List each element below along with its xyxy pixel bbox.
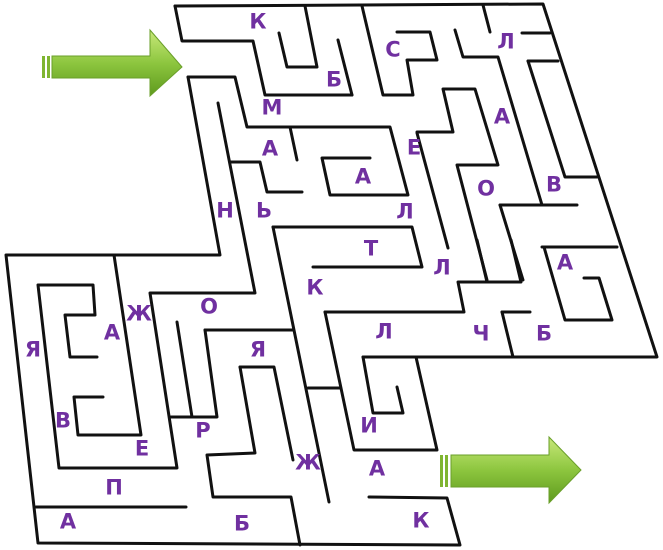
maze-wall bbox=[271, 225, 424, 269]
maze-letter: И bbox=[360, 413, 378, 438]
maze-wall bbox=[475, 238, 489, 284]
maze-letter: Е bbox=[134, 436, 150, 461]
maze-letter: Ь bbox=[255, 198, 273, 223]
maze-letter: А bbox=[556, 250, 574, 275]
maze-letter: К bbox=[412, 508, 430, 533]
maze-wall bbox=[271, 225, 331, 504]
exit-arrow-icon bbox=[440, 435, 582, 505]
maze-letter: Ж bbox=[295, 450, 321, 475]
maze-wall bbox=[186, 75, 410, 197]
maze-letter: О bbox=[200, 294, 218, 319]
maze-letter: Б bbox=[233, 511, 251, 536]
entry-arrow-icon bbox=[42, 28, 183, 98]
maze-letter: В bbox=[54, 408, 72, 433]
maze-letter: А bbox=[59, 509, 77, 534]
maze-wall bbox=[336, 38, 354, 97]
maze-wall bbox=[36, 101, 257, 470]
maze-letter: Я bbox=[24, 337, 42, 362]
maze-letter: Т bbox=[363, 236, 379, 261]
maze-wall bbox=[361, 355, 405, 415]
maze-wall bbox=[453, 28, 544, 207]
maze-wall bbox=[4, 75, 462, 547]
maze-wall bbox=[228, 160, 304, 194]
maze-wall bbox=[288, 125, 299, 162]
maze-letter: М bbox=[261, 95, 283, 120]
maze-letter: К bbox=[306, 275, 324, 300]
maze-wall bbox=[238, 365, 295, 462]
maze-wall bbox=[190, 328, 219, 419]
maze-letter: Я bbox=[249, 337, 267, 362]
maze-letter: О bbox=[477, 176, 495, 201]
maze-letter: Л bbox=[497, 29, 515, 54]
maze-letter: Ч bbox=[472, 321, 490, 346]
maze-letter: С bbox=[385, 37, 401, 62]
maze-letter: Н bbox=[216, 198, 234, 223]
maze-wall bbox=[526, 59, 599, 179]
maze-letter: К bbox=[249, 9, 267, 34]
maze-wall bbox=[415, 87, 500, 282]
maze-wall bbox=[169, 320, 194, 419]
maze-wall bbox=[481, 3, 492, 34]
maze-wall bbox=[173, 2, 659, 359]
maze-letter: А bbox=[261, 136, 279, 161]
maze-letter: А bbox=[354, 164, 372, 189]
maze-letter: Л bbox=[375, 319, 393, 344]
maze-letter: В bbox=[545, 172, 563, 197]
maze-wall bbox=[205, 365, 302, 547]
maze-wall bbox=[542, 245, 614, 322]
maze-wall bbox=[72, 253, 143, 437]
maze-wall bbox=[360, 4, 439, 97]
maze-letter: А bbox=[368, 456, 386, 481]
maze-wall bbox=[277, 4, 319, 69]
maze-wall bbox=[323, 310, 439, 452]
maze-letter: А bbox=[103, 320, 121, 345]
maze-letter: Е bbox=[406, 135, 422, 160]
maze-wall bbox=[173, 4, 354, 97]
maze-letter: Л bbox=[433, 255, 451, 280]
maze-letter: Б bbox=[535, 321, 553, 346]
maze-letter: А bbox=[493, 104, 511, 129]
maze-letter: Л bbox=[396, 199, 414, 224]
maze-wall bbox=[500, 310, 515, 359]
maze-letter: Ж bbox=[126, 301, 152, 326]
maze-wall bbox=[415, 131, 450, 250]
maze-wall bbox=[323, 238, 523, 314]
maze-letter: Р bbox=[195, 418, 211, 443]
maze-letter: П bbox=[105, 475, 123, 500]
maze-letter: Б bbox=[325, 67, 343, 92]
